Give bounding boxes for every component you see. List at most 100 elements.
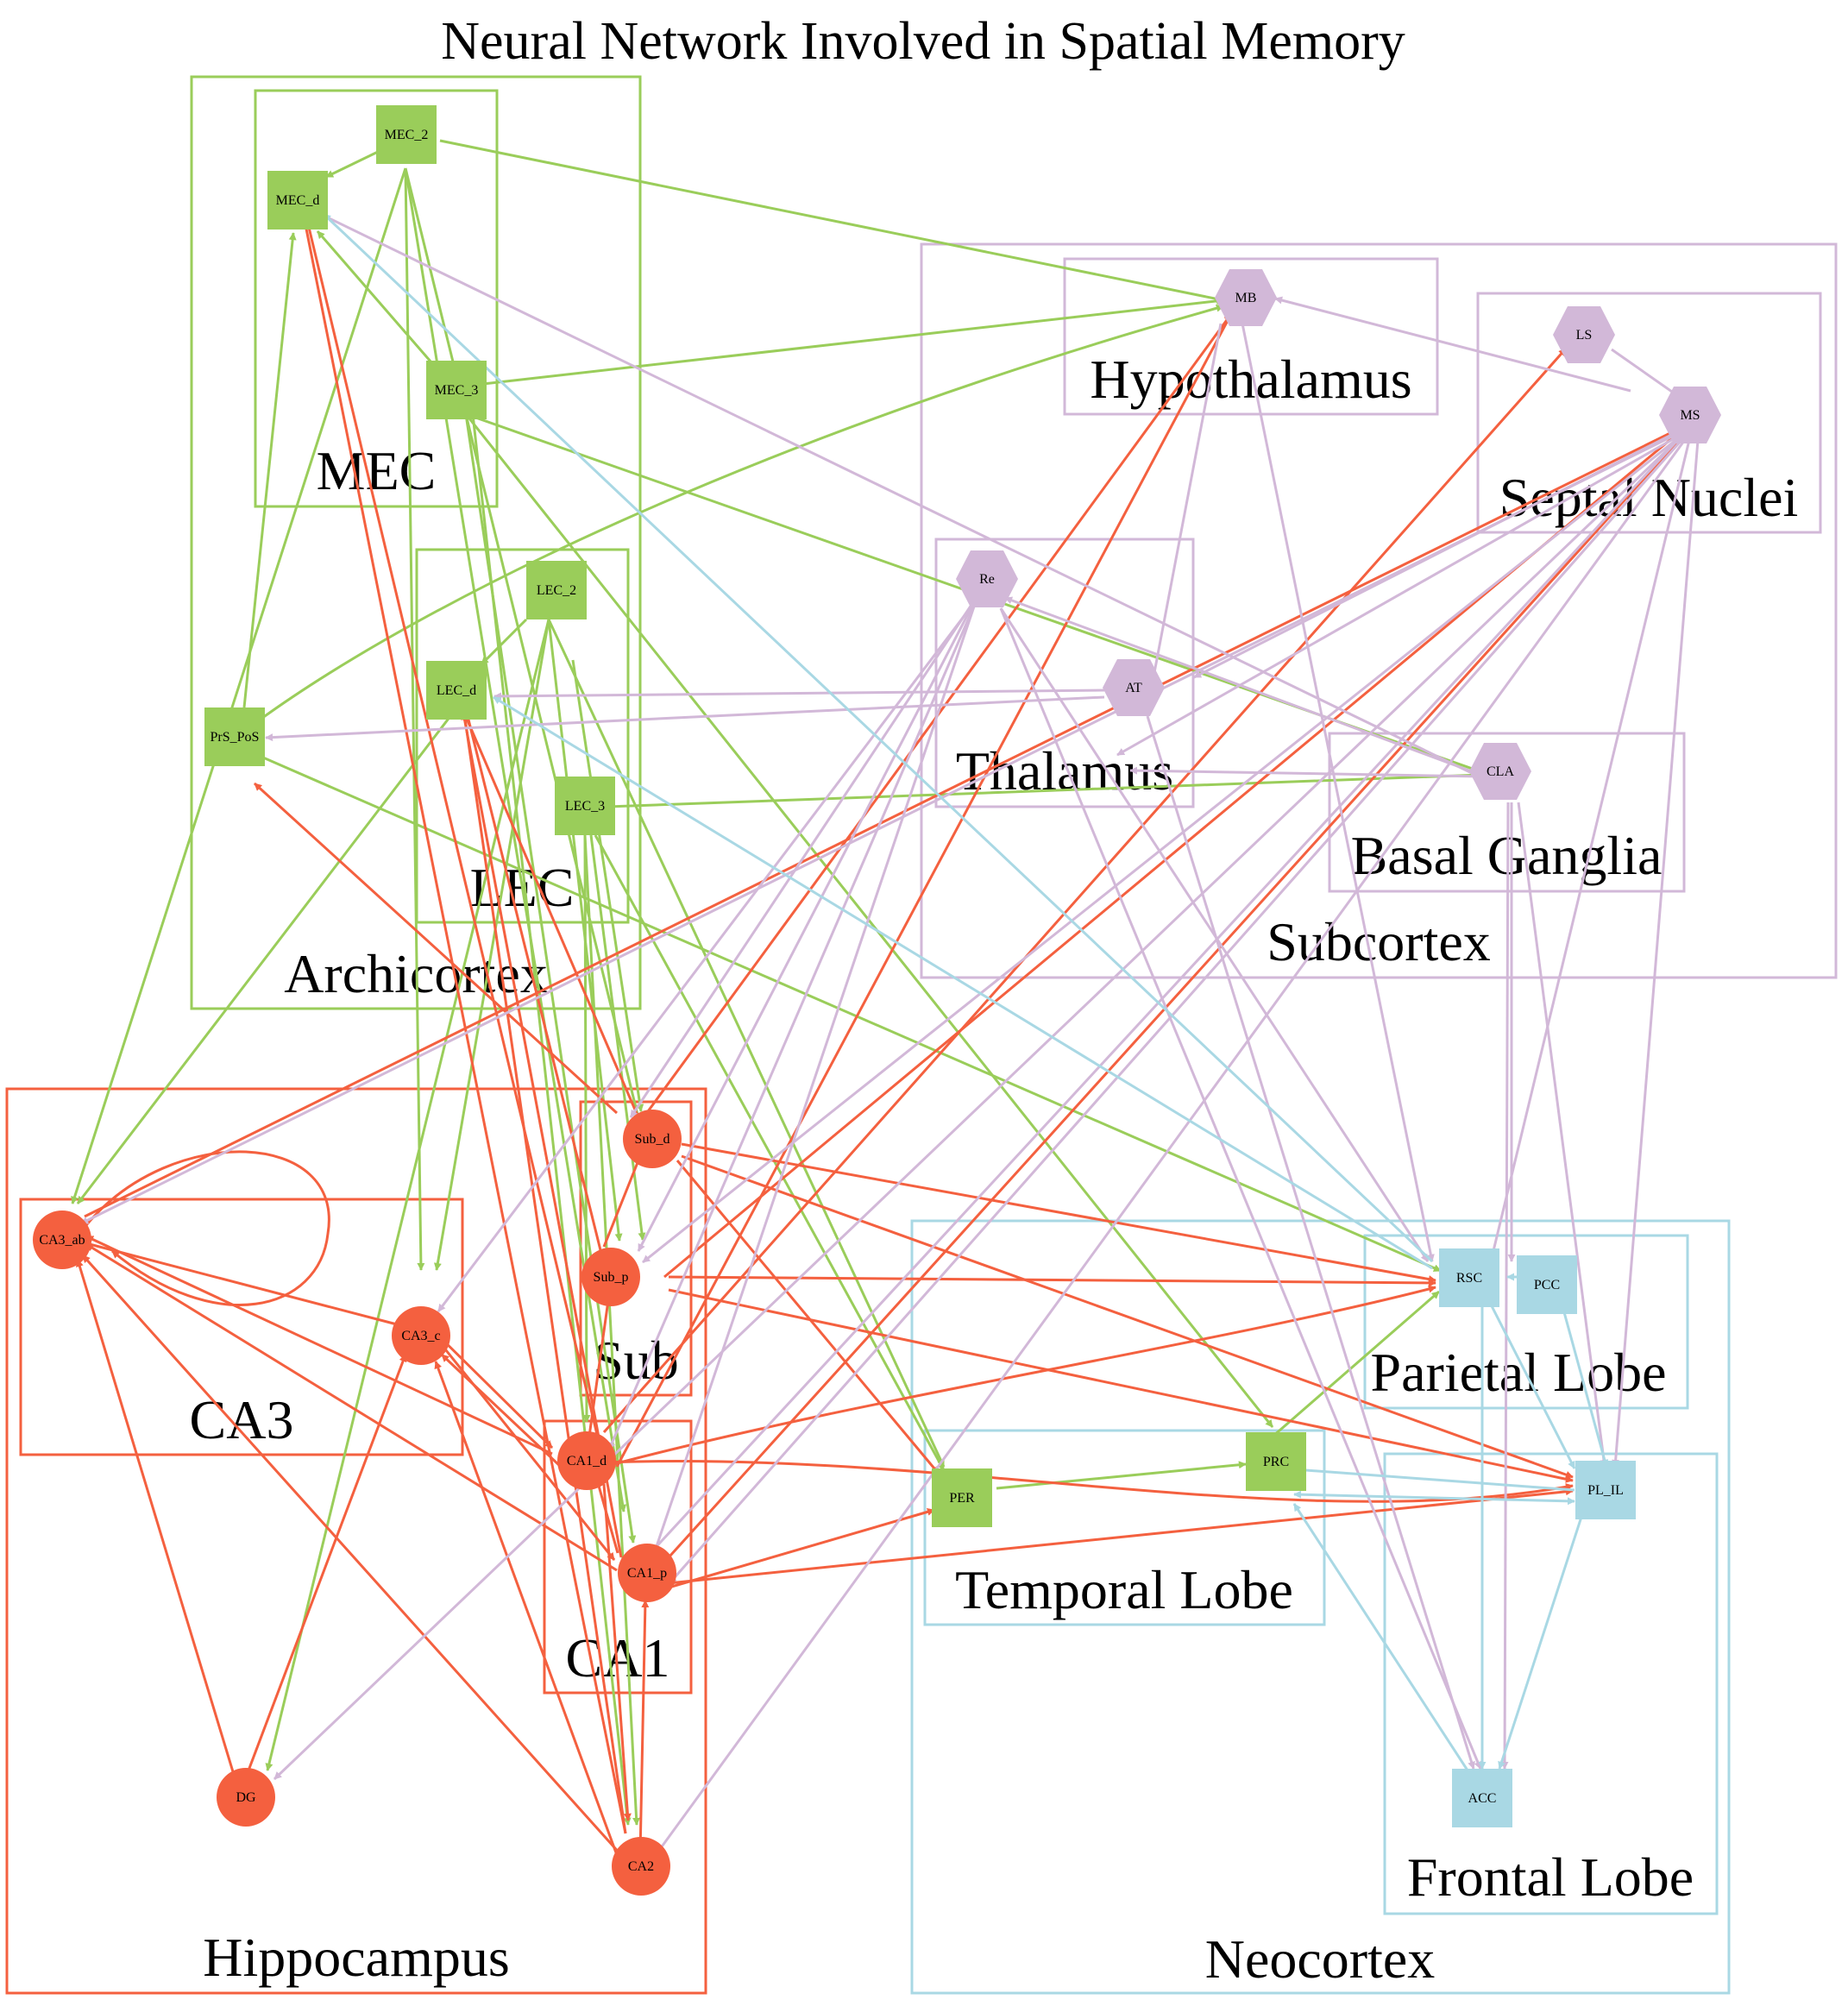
edge (82, 1240, 398, 1326)
node-mec-2: MEC_2 (376, 105, 437, 164)
edge (585, 1293, 613, 1456)
edge (76, 689, 472, 1204)
node-label-ca3-c: CA3_c (401, 1329, 440, 1343)
node-lec-d: LEC_d (426, 661, 487, 720)
node-label-ca3-ab: CA3_ab (39, 1233, 85, 1248)
edge (629, 601, 975, 1118)
cluster-label-frontal-lobe: Frontal Lobe (1407, 1846, 1694, 1908)
edge (602, 348, 1568, 1433)
cluster-basal-ganglia: Basal Ganglia (1328, 732, 1686, 893)
node-label-ca1-p: CA1_p (627, 1566, 667, 1581)
edge (1146, 715, 1475, 1770)
nodes-hippocampus: CA3_ab CA3_c DG Sub_d Sub_p CA1_d CA1_p … (33, 1110, 682, 1896)
edge (433, 619, 550, 1271)
edge (298, 198, 627, 1834)
node-per: PER (932, 1468, 992, 1527)
edge (471, 413, 632, 1826)
cluster-septal-nuclei: Septal Nuclei (1476, 292, 1822, 534)
edge (1116, 430, 1688, 757)
edge (404, 167, 425, 1271)
cluster-neocortex: Neocortex (910, 1219, 1731, 1995)
edge (493, 695, 1433, 1270)
node-label-ca1-d: CA1_d (567, 1454, 607, 1468)
node-label-mec-d: MEC_d (276, 193, 320, 208)
node-ls: LS (1553, 306, 1615, 363)
edge (258, 304, 1224, 722)
node-mb: MB (1215, 269, 1277, 326)
edge (999, 607, 1482, 1770)
edge (1004, 596, 1498, 783)
cluster-hippocampus: Hippocampus (5, 1087, 707, 1995)
edge (464, 712, 606, 1265)
node-rsc: RSC (1439, 1248, 1499, 1307)
cluster-label-neocortex: Neocortex (1205, 1928, 1436, 1990)
edges-subcortex (80, 210, 1700, 1856)
cluster-subcortex: Subcortex (920, 242, 1838, 979)
edge (996, 1461, 1247, 1490)
node-label-at: AT (1125, 681, 1142, 695)
node-label-sub-p: Sub_p (594, 1270, 629, 1285)
edge (253, 782, 619, 1115)
edge (265, 695, 1105, 742)
edge (583, 834, 641, 1826)
edge (649, 431, 1686, 1555)
node-ca1-d: CA1_d (557, 1431, 616, 1490)
cluster-label-mec: MEC (317, 440, 437, 501)
node-mec-d: MEC_d (267, 171, 328, 230)
edge (571, 659, 644, 1112)
edge (314, 210, 1506, 791)
edge (85, 1235, 553, 1456)
edge (1293, 1490, 1575, 1506)
edge (1241, 323, 1435, 1262)
node-cla: CLA (1469, 743, 1531, 800)
node-prs-pos: PrS_PoS (204, 707, 265, 766)
edge (440, 1353, 563, 1468)
edge (642, 430, 1688, 1264)
edge (265, 619, 550, 1771)
node-label-lec-2: LEC_2 (537, 583, 576, 598)
node-label-pl-il: PL_IL (1587, 1483, 1624, 1498)
node-label-prc: PRC (1263, 1455, 1289, 1469)
edge (85, 1242, 618, 1572)
cluster-frontal-lobe: Frontal Lobe (1383, 1452, 1719, 1915)
node-ca3-ab: CA3_ab (33, 1211, 91, 1269)
node-label-ms: MS (1680, 408, 1700, 423)
edge (582, 834, 591, 1423)
node-label-dg: DG (236, 1790, 256, 1805)
node-sub-p: Sub_p (581, 1248, 640, 1306)
node-dg: DG (217, 1768, 275, 1827)
edge (603, 1285, 1436, 1468)
edge (480, 618, 528, 666)
edge (1484, 1293, 1576, 1469)
node-label-mec-2: MEC_2 (385, 128, 429, 142)
node-label-cla: CLA (1487, 764, 1514, 779)
edges-neocortex (322, 212, 1609, 1776)
node-label-sub-d: Sub_d (635, 1132, 670, 1147)
nodes-subcortex: MB LS MS Re AT CLA (956, 269, 1721, 800)
node-pcc: PCC (1517, 1255, 1577, 1314)
edge (482, 297, 1224, 386)
edge (681, 1154, 1574, 1479)
edge (84, 425, 1683, 1218)
nodes-archicortex: MEC_2 MEC_d MEC_3 LEC_2 LEC_d LEC_3 PrS_… (204, 105, 1306, 1527)
node-lec-2: LEC_2 (526, 561, 587, 619)
nodes-neocortex: RSC PCC PL_IL ACC (1439, 1248, 1636, 1827)
cluster-label-basal-ganglia: Basal Ganglia (1351, 825, 1663, 886)
node-lec-3: LEC_3 (555, 777, 615, 835)
diagram-title: Neural Network Involved in Spatial Memor… (441, 12, 1405, 71)
node-label-mec-3: MEC_3 (435, 383, 479, 398)
edge (607, 770, 1483, 808)
edge (316, 230, 433, 363)
cluster-label-subcortex: Subcortex (1267, 911, 1491, 972)
edge (1292, 1503, 1473, 1776)
node-ca3-c: CA3_c (392, 1306, 450, 1365)
edge (262, 756, 1442, 1273)
cluster-label-hippocampus: Hippocampus (203, 1927, 510, 1988)
edge (638, 1600, 650, 1856)
node-label-ls: LS (1576, 328, 1593, 343)
cluster-temporal-lobe: Temporal Lobe (923, 1429, 1326, 1626)
node-label-prs-pos: PrS_PoS (211, 730, 260, 745)
node-label-re: Re (979, 572, 995, 587)
cluster-ca3: CA3 (19, 1198, 464, 1456)
